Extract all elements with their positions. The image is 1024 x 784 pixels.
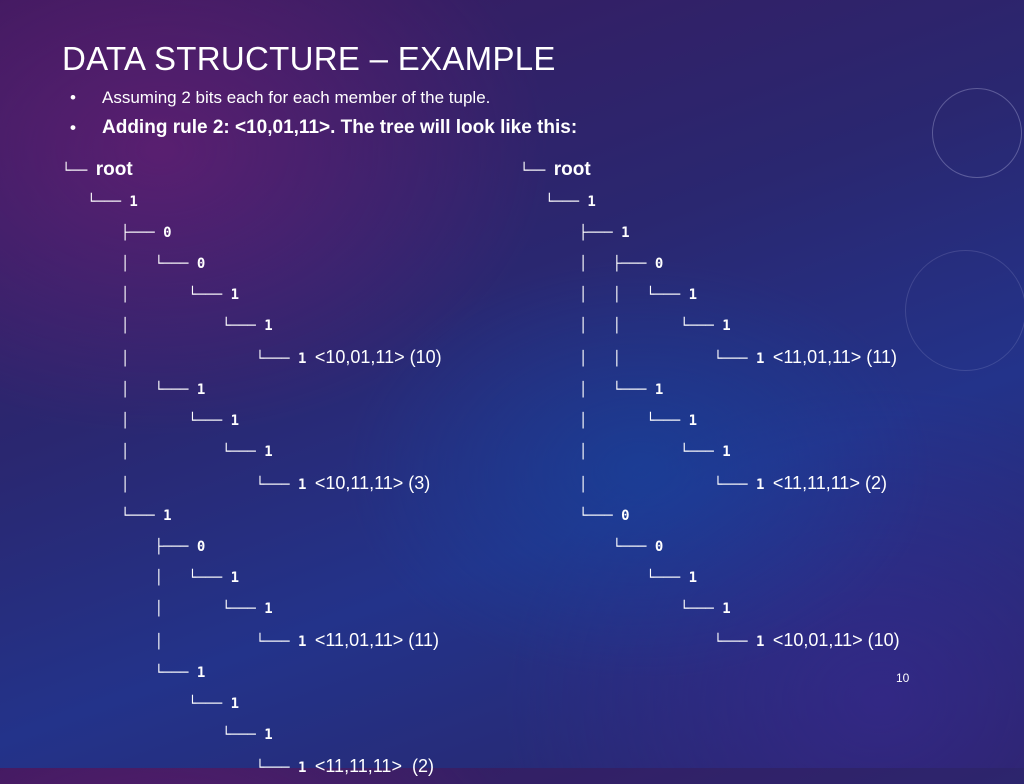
tree-branch: │ └─── 1 (62, 413, 240, 429)
tree-branch: ├─── 0 (62, 225, 172, 241)
tree-branch: └─── 0 (520, 539, 664, 555)
tree-branch: └─── 1 (520, 570, 698, 586)
tree-node-row: │ └─── 1 <11,01,11> (11) (62, 625, 442, 658)
tree-branch: │ │ └─── 1 (520, 351, 773, 367)
bullet-item: • Adding rule 2: <10,01,11>. The tree wi… (70, 117, 577, 147)
tree-root-row: └── root (520, 154, 900, 187)
tree-branch: └─── 1 (62, 760, 315, 776)
tree-branch: ├─── 1 (520, 225, 630, 241)
tree-branch: │ └─── 1 (62, 318, 273, 334)
tree-root-label: root (553, 159, 591, 180)
tree-node-row: └─── 1 (62, 689, 442, 720)
slide-number: 10 (896, 671, 910, 685)
tree-branch: └─── 1 (62, 508, 172, 524)
tree-node-row: │ └─── 1 (520, 437, 900, 468)
tree-root-label: root (95, 159, 133, 180)
decorative-ring-faint (905, 250, 1024, 371)
tree-branch: └─── 1 (62, 665, 206, 681)
bullet-list: • Assuming 2 bits each for each member o… (70, 87, 577, 147)
tree-branch: └─── 1 (62, 696, 240, 712)
bullet-icon: • (70, 88, 76, 107)
tree-node-row: │ └─── 1 (62, 406, 442, 437)
tree-branch: └── (62, 163, 96, 179)
bullet-text: Assuming 2 bits each for each member of … (102, 88, 491, 107)
bullet-icon: • (70, 118, 76, 137)
bullet-text: Adding rule 2: <10,01,11>. The tree will… (102, 117, 578, 138)
tree-node-row: │ └─── 0 (62, 249, 442, 280)
tree-node-row: ├─── 1 (520, 218, 900, 249)
tree-node-row: └─── 0 (520, 501, 900, 532)
tree-node-row: └─── 1 (62, 720, 442, 751)
tree-branch: └─── 1 (520, 601, 731, 617)
tree-node-row: │ └─── 1 (520, 406, 900, 437)
tree-node-row: │ │ └─── 1 (520, 311, 900, 342)
tree-node-row: │ └─── 1 (62, 437, 442, 468)
tree-node-row: │ └─── 1 <10,11,11> (3) (62, 468, 442, 501)
slide-title: DATA STRUCTURE – EXAMPLE (62, 40, 556, 77)
tree-branch: │ └─── 1 (62, 477, 315, 493)
tree-node-row: └─── 1 (62, 187, 442, 218)
tree-node-row: │ └─── 1 (62, 594, 442, 625)
tree-branch: │ └─── 0 (62, 256, 206, 272)
tree-branch: │ └─── 1 (520, 382, 664, 398)
tree-node-row: │ │ └─── 1 (520, 280, 900, 311)
tree-node-row: │ └─── 1 (520, 375, 900, 406)
tree-rule-leaf: <11,11,11> (2) (314, 756, 434, 776)
tree-branch: │ └─── 1 (62, 287, 240, 303)
tree-branch: │ └─── 1 (520, 413, 698, 429)
tree-node-row: │ └─── 1 (62, 280, 442, 311)
tree-node-row: ├─── 0 (62, 532, 442, 563)
tree-node-row: └─── 1 (520, 594, 900, 625)
tree-branch: │ └─── 1 (62, 634, 315, 650)
tree-branch: │ │ └─── 1 (520, 287, 698, 303)
tree-node-row: │ └─── 1 (62, 375, 442, 406)
tree-node-row: └─── 1 <10,01,11> (10) (520, 625, 900, 658)
tree-rule-leaf: <10,11,11> (3) (314, 473, 431, 493)
tree-branch: └── (520, 163, 554, 179)
tree-rule-leaf: <10,01,11> (10) (772, 630, 900, 650)
tree-rule-leaf: <11,01,11> (11) (772, 347, 897, 367)
tree-rule-leaf: <11,01,11> (11) (314, 630, 439, 650)
trie-diagram-left: └── root └─── 1 ├─── 0 │ └─── 0 │ └─── 1… (62, 154, 442, 784)
tree-branch: │ └─── 1 (520, 444, 731, 460)
tree-root-row: └── root (62, 154, 442, 187)
tree-node-row: └─── 1 (62, 658, 442, 689)
tree-node-row: └─── 0 (520, 532, 900, 563)
tree-node-row: ├─── 0 (62, 218, 442, 249)
tree-node-row: └─── 1 (520, 187, 900, 218)
tree-branch: │ ├─── 0 (520, 256, 664, 272)
tree-node-row: │ │ └─── 1 <11,01,11> (11) (520, 342, 900, 375)
tree-node-row: │ └─── 1 <10,01,11> (10) (62, 342, 442, 375)
tree-node-row: │ ├─── 0 (520, 249, 900, 280)
tree-branch: └─── 1 (62, 727, 273, 743)
tree-node-row: │ └─── 1 (62, 563, 442, 594)
tree-rule-leaf: <11,11,11> (2) (772, 473, 887, 493)
tree-branch: │ └─── 1 (62, 570, 240, 586)
tree-branch: │ │ └─── 1 (520, 318, 731, 334)
tree-branch: ├─── 0 (62, 539, 206, 555)
tree-branch: └─── 1 (520, 194, 596, 210)
tree-branch: │ └─── 1 (62, 382, 206, 398)
tree-branch: │ └─── 1 (62, 444, 273, 460)
tree-branch: │ └─── 1 (520, 477, 773, 493)
tree-branch: └─── 1 (62, 194, 138, 210)
tree-branch: └─── 0 (520, 508, 630, 524)
tree-branch: │ └─── 1 (62, 601, 273, 617)
tree-node-row: └─── 1 (520, 563, 900, 594)
tree-node-row: │ └─── 1 (62, 311, 442, 342)
decorative-ring (932, 88, 1022, 178)
tree-node-row: └─── 1 (62, 501, 442, 532)
tree-node-row: │ └─── 1 <11,11,11> (2) (520, 468, 900, 501)
tree-branch: │ └─── 1 (62, 351, 315, 367)
tree-branch: └─── 1 (520, 634, 773, 650)
trie-diagram-right: └── root └─── 1 ├─── 1 │ ├─── 0 │ │ └───… (520, 154, 900, 658)
tree-rule-leaf: <10,01,11> (10) (314, 347, 442, 367)
bullet-item: • Assuming 2 bits each for each member o… (70, 87, 577, 117)
